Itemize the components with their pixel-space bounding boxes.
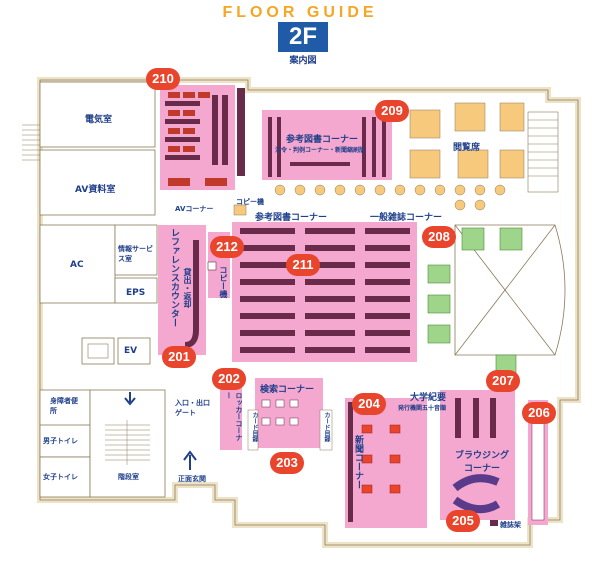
ev-label: EV [124, 346, 138, 356]
copier-icon [233, 204, 247, 216]
marker-210[interactable]: 210 [146, 68, 180, 90]
lending-return-label: 貸出・返却 [183, 268, 192, 308]
av-corner-label: AVコーナー [175, 205, 214, 213]
card-catalog-2-label: カード目録 [323, 412, 330, 442]
marker-204[interactable]: 204 [352, 393, 386, 415]
floor-guide-title: FLOOR GUIDE [222, 4, 378, 21]
marker-205[interactable]: 205 [446, 510, 480, 532]
university-bulletin-sub: 発行機関五十音順 [398, 405, 447, 412]
marker-206[interactable]: 206 [522, 402, 556, 424]
ev-right-shape [117, 337, 151, 365]
card-catalog-1-label: カード目録 [251, 412, 258, 442]
mens-wc-label: 男子トイレ [43, 437, 78, 445]
reading-seats [274, 102, 525, 211]
browsing-corner-label: ブラウジングコーナー [454, 451, 509, 474]
stairs-right [527, 111, 559, 193]
gate-label: 入口・出口ゲート [175, 399, 210, 417]
floor-number-badge: 2F [278, 22, 328, 52]
reference-corner-area [232, 222, 417, 362]
stairs-left-top [22, 124, 40, 161]
marker-201[interactable]: 201 [162, 346, 196, 368]
university-bulletin-label: 大学紀要 [410, 393, 447, 403]
up-arrow-icon [183, 450, 197, 470]
newspaper-corner-label: 新聞コーナー [353, 435, 363, 489]
marker-207[interactable]: 207 [486, 370, 520, 392]
search-corner-label: 検索コーナー [260, 385, 315, 395]
electrical-room-shape [39, 81, 156, 148]
av-materials-label: AV資料室 [75, 185, 116, 195]
reading-seats-label: 閲覧席 [453, 143, 481, 153]
main-entrance-label: 正面玄関 [178, 475, 206, 483]
reference-corner-label: 参考図書コーナー [255, 213, 328, 223]
reference-counter-label: レファレンスカウンター [169, 228, 179, 327]
magazine-rack-label: 雑誌架 [500, 521, 521, 529]
newspaper-corner-area [345, 398, 427, 528]
copier-vertical-label: コピー機 [219, 266, 228, 298]
ac-label: AC [70, 260, 84, 270]
marker-209[interactable]: 209 [375, 100, 409, 122]
ac-room-shape [39, 224, 116, 304]
info-service-room-shape [114, 224, 158, 276]
locker-corner-label: ロッカーコーナー [225, 392, 243, 441]
down-arrow-icon [124, 392, 136, 406]
marker-208[interactable]: 208 [422, 226, 456, 248]
av-materials-room-shape [39, 149, 156, 216]
copier-label: コピー機 [236, 198, 264, 206]
marker-211[interactable]: 211 [286, 254, 320, 276]
electrical-room-label: 電気室 [85, 115, 113, 125]
accessible-wc-label: 身障者便所 [50, 397, 78, 415]
marker-212[interactable]: 212 [210, 236, 244, 258]
law-corner-subtitle: 法令・判例コーナー・新聞縮刷版 [275, 147, 366, 154]
womens-wc-label: 女子トイレ [43, 473, 78, 481]
eps-label: EPS [126, 288, 146, 298]
locker-area [220, 385, 242, 450]
search-corner-area [255, 378, 323, 448]
marker-203[interactable]: 203 [270, 452, 304, 474]
law-reference-area [262, 110, 392, 180]
eps-room-shape [114, 277, 158, 304]
info-service-label: 情報サービス室 [118, 245, 153, 263]
floor-guide-subtitle: 案内図 [289, 56, 317, 66]
browsing-sofa [452, 474, 500, 492]
building-outline-line [39, 79, 579, 546]
marker-202[interactable]: 202 [212, 368, 246, 390]
stairs-label: 階段室 [118, 473, 139, 481]
law-corner-title: 参考図書コーナー [286, 135, 359, 145]
general-magazine-label: 一般雑誌コーナー [370, 213, 443, 223]
